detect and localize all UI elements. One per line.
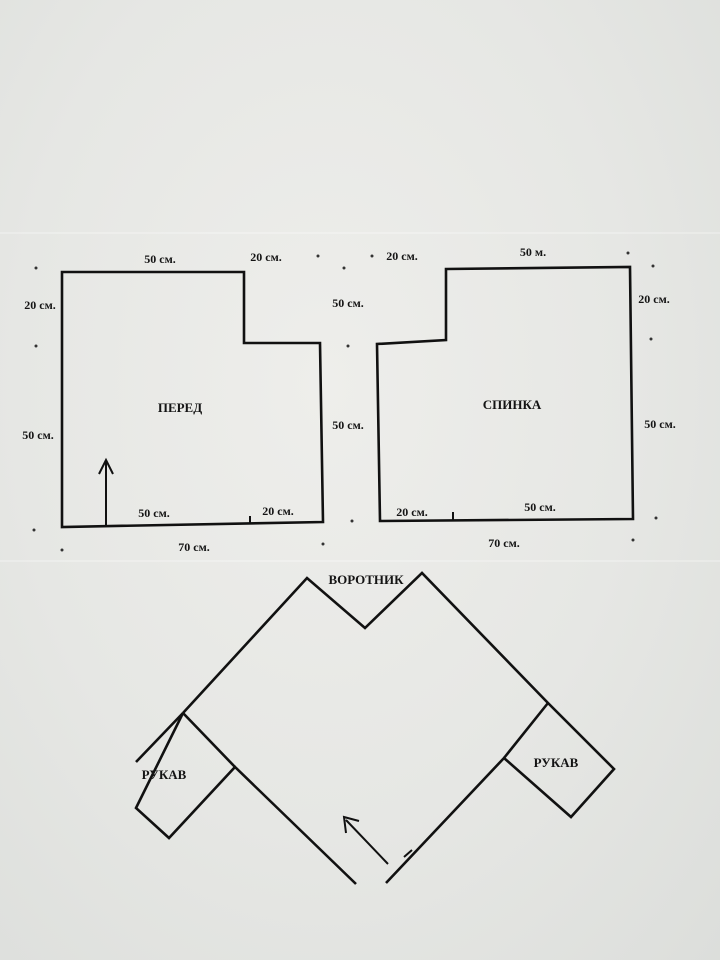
back-bottom-inner-label: 50 см. bbox=[524, 500, 556, 514]
front-piece: ПЕРЕД 50 см. 20 см. 20 см. 50 см. 50 см.… bbox=[22, 250, 364, 554]
back-top-width-label: 50 м. bbox=[520, 245, 546, 259]
front-grain-arrow bbox=[98, 457, 114, 525]
dot bbox=[60, 548, 64, 552]
dot bbox=[34, 344, 38, 348]
garment-grain-arrow bbox=[342, 815, 389, 865]
front-left-lower-label: 50 см. bbox=[22, 428, 54, 442]
front-top-step-label: 20 см. bbox=[250, 250, 282, 264]
dot bbox=[316, 254, 320, 258]
left-sleeve-label: РУКАВ bbox=[142, 767, 187, 782]
back-top-step-label: 20 см. bbox=[386, 249, 418, 263]
dot bbox=[626, 251, 630, 255]
right-sleeve-seam bbox=[502, 702, 550, 759]
left-sleeve-seam bbox=[182, 712, 236, 768]
front-right-side-label: 50 см. bbox=[332, 418, 364, 432]
front-bottom-total-label: 70 см. bbox=[178, 540, 210, 554]
paper-crease bbox=[0, 232, 720, 234]
assembled-garment: ВОРОТНИК РУКАВ РУКАВ bbox=[134, 571, 616, 885]
dot bbox=[321, 542, 325, 546]
back-right-lower-label: 50 см. bbox=[644, 417, 676, 431]
dot bbox=[631, 538, 635, 542]
left-sleeve-edge bbox=[135, 712, 184, 763]
registration-dots bbox=[32, 251, 658, 552]
front-left-upper-label: 20 см. bbox=[24, 298, 56, 312]
back-bottom-inner-left-label: 20 см. bbox=[396, 505, 428, 519]
dot bbox=[34, 266, 38, 270]
dot bbox=[346, 344, 350, 348]
dot bbox=[654, 516, 658, 520]
garment-notch bbox=[403, 849, 413, 858]
dot bbox=[370, 254, 374, 258]
front-top-width-label: 50 см. bbox=[144, 252, 176, 266]
right-sleeve-label: РУКАВ bbox=[534, 755, 579, 770]
back-right-upper-label: 20 см. bbox=[638, 292, 670, 306]
front-title: ПЕРЕД bbox=[158, 400, 202, 415]
dot bbox=[651, 264, 655, 268]
dot bbox=[350, 519, 354, 523]
dot bbox=[649, 337, 653, 341]
dot bbox=[342, 266, 346, 270]
back-piece: СПИНКА 20 см. 50 м. 20 см. 50 см. 50 см.… bbox=[332, 245, 676, 550]
back-title: СПИНКА bbox=[483, 397, 542, 412]
front-piece-outline bbox=[60, 270, 325, 529]
front-bottom-inner-label: 50 см. bbox=[138, 506, 170, 520]
back-piece-outline bbox=[375, 265, 635, 523]
back-left-side-label: 50 см. bbox=[332, 296, 364, 310]
collar-label: ВОРОТНИК bbox=[328, 572, 404, 587]
back-bottom-total-label: 70 см. bbox=[488, 536, 520, 550]
paper-crease bbox=[0, 560, 720, 562]
dot bbox=[32, 528, 36, 532]
front-bottom-inner-right-label: 20 см. bbox=[262, 504, 294, 518]
garment-outline bbox=[134, 571, 616, 885]
